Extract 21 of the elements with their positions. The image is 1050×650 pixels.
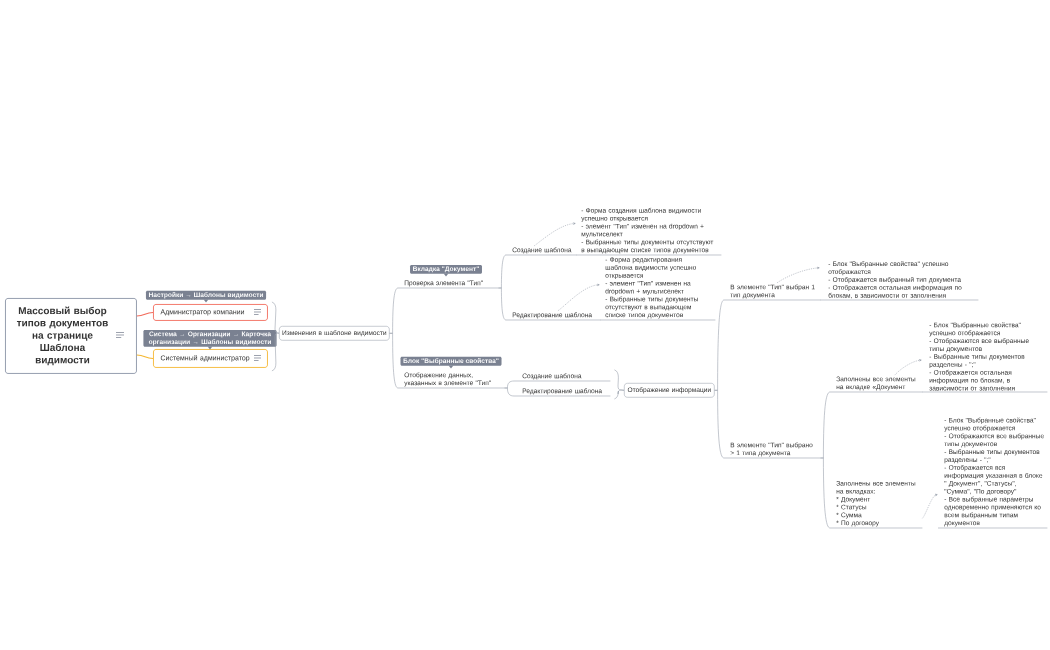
- bracket-line: [271, 301, 280, 334]
- branch-line: [504, 387, 515, 397]
- branch-line: [389, 333, 399, 389]
- branch-line: [389, 287, 399, 334]
- branch-line: [498, 287, 507, 321]
- branch-line: [498, 254, 507, 289]
- branch-line: [714, 299, 725, 391]
- dashed-arrow: [533, 222, 576, 247]
- branch-line: [714, 390, 725, 459]
- dashed-arrow: [776, 266, 820, 284]
- branch-line: [136, 354, 154, 359]
- branch-line: [136, 311, 154, 317]
- central-topic-box: Массовый выбор типов документов на странице Шаблона видимости: [5, 298, 137, 374]
- branch-line: [820, 457, 831, 529]
- bracket-line: [614, 389, 625, 400]
- dashed-arrow: [557, 283, 600, 312]
- branch-line: [820, 391, 831, 459]
- branch-line: [504, 380, 515, 389]
- dashed-arrow: [922, 493, 938, 519]
- bracket-line: [271, 332, 280, 372]
- dashed-arrow: [894, 359, 922, 376]
